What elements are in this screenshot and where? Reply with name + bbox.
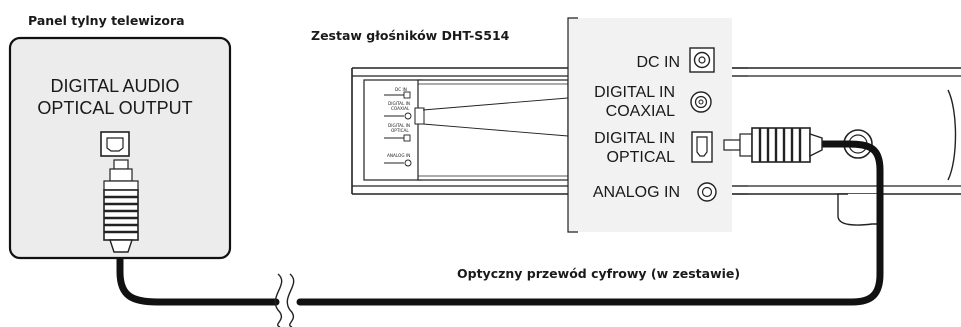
- optical-jack-icon: [691, 131, 713, 163]
- optical-cable: [116, 140, 884, 306]
- port-label-coax-2: COAXIAL: [606, 103, 675, 120]
- mini-label-dc-in: DC IN: [395, 87, 407, 92]
- dc-in-jack-icon: [689, 47, 715, 73]
- speaker-title: Zestaw głośników DHT-S514: [311, 28, 510, 43]
- tv-output-label-2: OPTICAL OUTPUT: [37, 98, 192, 118]
- port-label-coax-1: DIGITAL IN: [594, 84, 675, 101]
- tv-output-label-1: DIGITAL AUDIO: [50, 76, 179, 96]
- tv-title: Panel tylny telewizora: [28, 13, 185, 28]
- port-label-analog-in: ANALOG IN: [593, 184, 680, 201]
- mini-label-analog-in: ANALOG IN: [387, 153, 410, 158]
- mini-label-coax-1: DIGITAL IN: [388, 101, 410, 106]
- tv-optical-jack-icon: [100, 131, 130, 157]
- tv-optical-plug-icon: [103, 159, 139, 253]
- port-label-optical-2: OPTICAL: [607, 149, 676, 166]
- cable-label: Optyczny przewód cyfrowy (w zestawie): [457, 266, 740, 281]
- mini-label-optical-1: DIGITAL IN: [388, 123, 410, 128]
- soundbar-mini-ports: DC IN DIGITAL IN COAXIAL DIGITAL IN OPTI…: [384, 87, 425, 167]
- mini-label-coax-2: COAXIAL: [391, 106, 410, 111]
- port-label-optical-1: DIGITAL IN: [594, 130, 675, 147]
- mini-label-optical-2: OPTICAL: [391, 128, 409, 133]
- port-label-dc-in: DC IN: [636, 54, 680, 71]
- coaxial-jack-icon: [690, 91, 712, 113]
- zoom-lines: [422, 97, 569, 137]
- analog-jack-icon: [697, 182, 717, 202]
- cable-break-icon: [274, 273, 295, 327]
- port-labels: DC IN DIGITAL IN COAXIAL DIGITAL IN OPTI…: [593, 54, 680, 201]
- optical-plug-icon: [723, 127, 823, 163]
- soundbar-body: [351, 67, 961, 226]
